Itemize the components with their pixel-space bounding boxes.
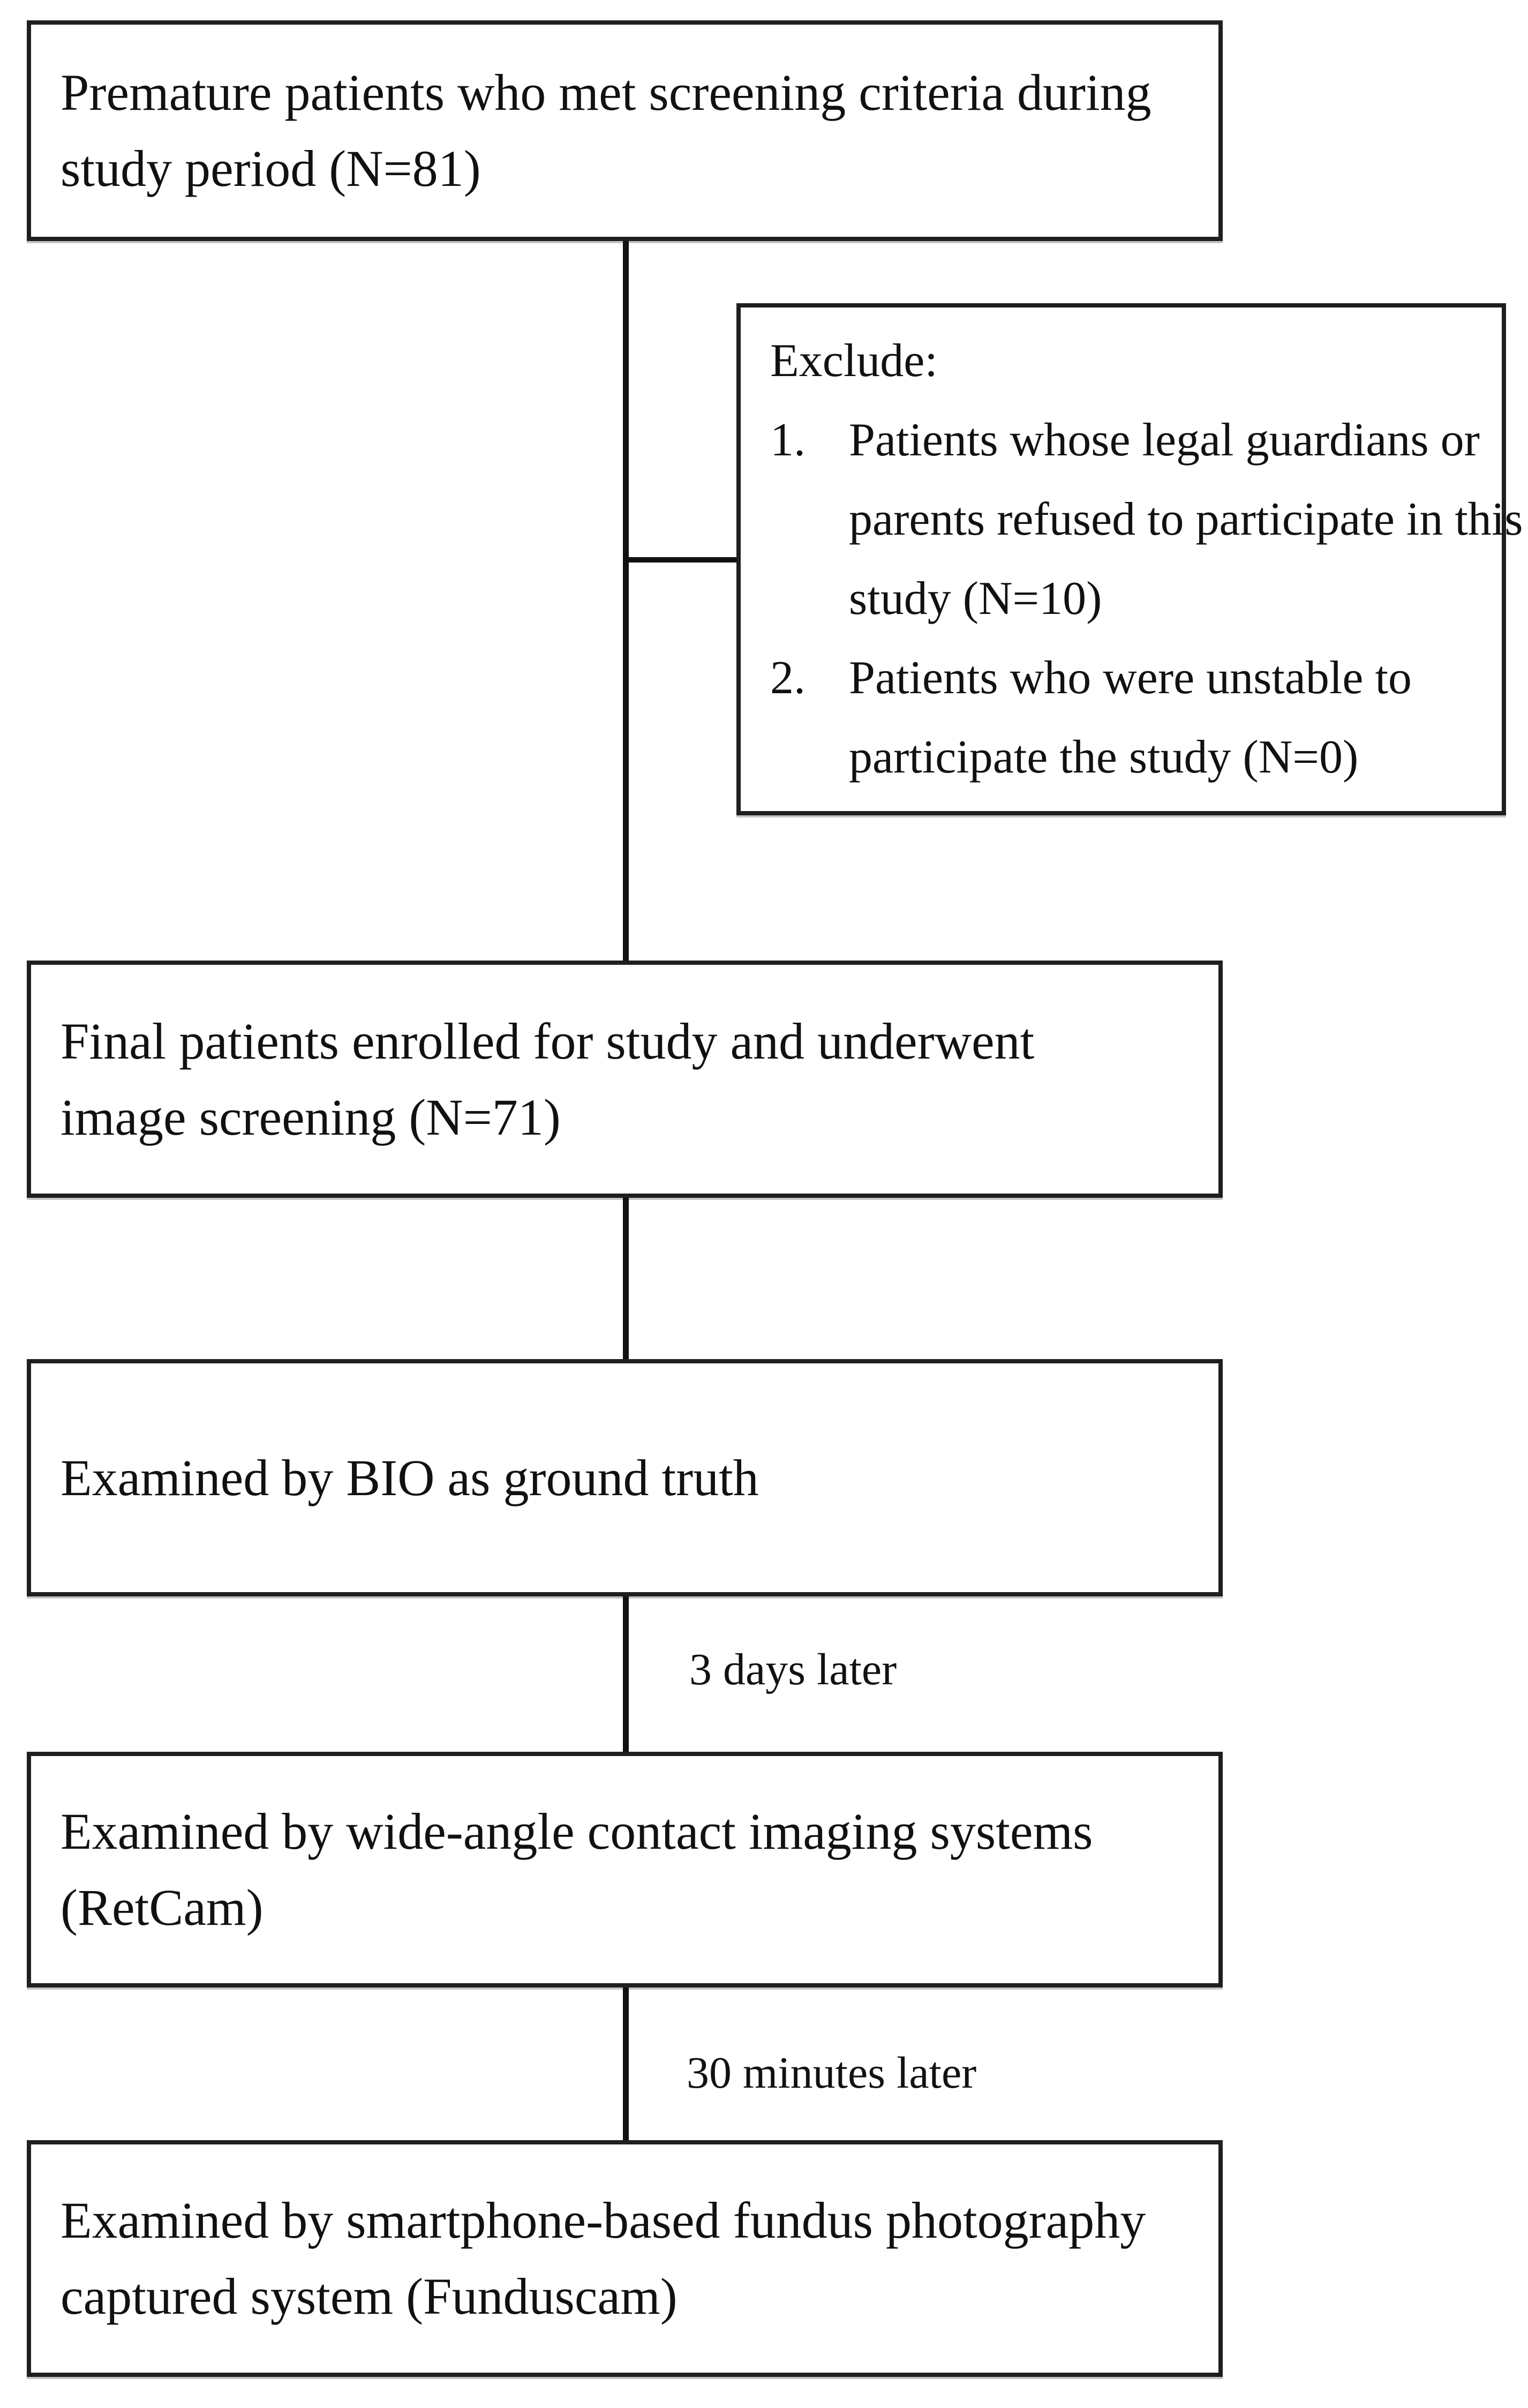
connector-horizontal-exclude <box>626 557 736 562</box>
box-exclude-criteria: Exclude: 1. Patients whose legal guardia… <box>736 303 1523 815</box>
box-retcam-line-1: Examined by wide-angle contact imaging s… <box>61 1803 1093 1860</box>
exclude-item-1-number: 1. <box>770 414 806 466</box>
exclude-item-1-line-3: study (N=10) <box>849 573 1102 625</box>
box-bio-line-1: Examined by BIO as ground truth <box>61 1449 759 1506</box>
box-premature-line-1: Premature patients who met screening cri… <box>61 64 1151 121</box>
exclude-item-1-line-2: parents refused to participate in this <box>849 493 1523 545</box>
exclude-item-2-text: Patients who were unstable to participat… <box>849 639 1496 797</box>
box-funduscam-line-1: Examined by smartphone-based fundus phot… <box>61 2192 1146 2249</box>
connector-vertical-1 <box>623 241 629 961</box>
box-funduscam-line-2: captured system (Funduscam) <box>61 2268 678 2325</box>
label-30-minutes-later: 30 minutes later <box>687 2048 977 2098</box>
box-retcam-exam: Examined by wide-angle contact imaging s… <box>27 1752 1223 1987</box>
exclude-item-2-number: 2. <box>770 652 806 704</box>
label-3-days-later: 3 days later <box>689 1645 897 1694</box>
box-funduscam-exam: Examined by smartphone-based fundus phot… <box>27 2140 1223 2377</box>
box-final-line-1: Final patients enrolled for study and un… <box>61 1012 1035 1070</box>
box-premature-patients: Premature patients who met screening cri… <box>27 20 1223 241</box>
exclude-item-1-line-1: Patients whose legal guardians or <box>849 414 1480 466</box>
exclude-item-1: 1. Patients whose legal guardians or par… <box>770 401 1523 639</box>
connector-vertical-4 <box>623 1987 629 2140</box>
box-final-enrolled: Final patients enrolled for study and un… <box>27 961 1223 1198</box>
exclude-title: Exclude: <box>770 335 938 387</box>
connector-vertical-2 <box>623 1198 629 1359</box>
box-retcam-line-2: (RetCam) <box>61 1879 264 1936</box>
exclude-item-1-text: Patients whose legal guardians or parent… <box>849 401 1523 639</box>
exclude-item-2-line-2: participate the study (N=0) <box>849 731 1359 783</box>
box-bio-exam: Examined by BIO as ground truth <box>27 1359 1223 1596</box>
exclude-item-2: 2. Patients who were unstable to partici… <box>770 639 1496 797</box>
box-premature-line-2: study period (N=81) <box>61 140 481 197</box>
box-final-line-2: image screening (N=71) <box>61 1088 561 1146</box>
connector-vertical-3 <box>623 1596 629 1752</box>
exclude-item-2-line-1: Patients who were unstable to <box>849 652 1412 704</box>
